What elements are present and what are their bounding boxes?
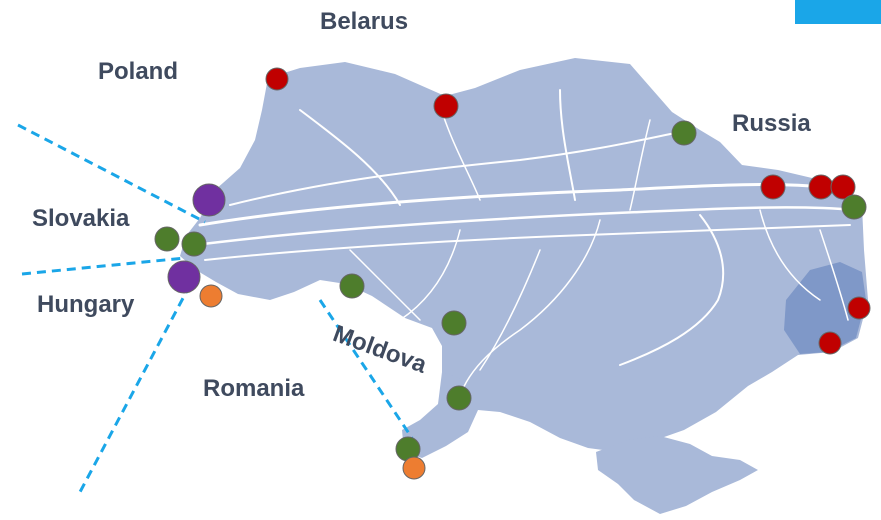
green-entry-marker xyxy=(339,273,365,299)
label-hungary: Hungary xyxy=(37,291,135,318)
crimea-territory xyxy=(596,436,758,514)
label-belarus: Belarus xyxy=(320,8,409,35)
red-entry-marker xyxy=(847,296,871,320)
green-entry-marker xyxy=(441,310,467,336)
green-entry-marker xyxy=(841,194,867,220)
pipeline xyxy=(759,209,821,301)
eastern-region xyxy=(784,262,866,354)
interconnector-lines xyxy=(17,123,414,493)
pipeline xyxy=(819,229,849,321)
label-poland: Poland xyxy=(98,58,179,85)
dashed-border-line xyxy=(17,123,206,224)
label-romania: Romania xyxy=(203,375,305,402)
orange-entry-marker xyxy=(199,284,223,308)
label-slovakia: Slovakia xyxy=(32,205,130,232)
pipeline xyxy=(459,219,601,396)
label-russia: Russia xyxy=(732,110,811,137)
green-entry-marker xyxy=(671,120,697,146)
pipeline xyxy=(399,229,461,321)
dashed-border-line xyxy=(78,284,192,493)
ukraine-territory xyxy=(180,58,868,452)
pipeline xyxy=(299,109,401,206)
entry-point-markers xyxy=(154,67,871,480)
pipeline xyxy=(559,89,576,201)
pipeline xyxy=(229,129,691,206)
red-entry-marker xyxy=(265,67,289,91)
dashed-border-line xyxy=(318,299,414,439)
pipeline xyxy=(629,119,651,211)
dashed-border-line xyxy=(21,256,186,276)
orange-entry-marker xyxy=(402,456,426,480)
corner-tab xyxy=(795,0,881,24)
red-entry-marker xyxy=(830,174,856,200)
pipeline xyxy=(619,214,725,366)
green-entry-marker xyxy=(181,231,207,257)
green-entry-marker xyxy=(154,226,180,252)
purple-entry-marker xyxy=(167,260,201,294)
red-entry-marker xyxy=(808,174,834,200)
pipeline xyxy=(479,249,541,371)
pipeline xyxy=(204,224,851,261)
pipeline xyxy=(193,206,857,247)
purple-entry-marker xyxy=(192,183,226,217)
pipeline xyxy=(349,249,421,321)
green-entry-marker xyxy=(446,385,472,411)
red-entry-marker xyxy=(433,93,459,119)
red-entry-marker xyxy=(818,331,842,355)
red-entry-marker xyxy=(760,174,786,200)
